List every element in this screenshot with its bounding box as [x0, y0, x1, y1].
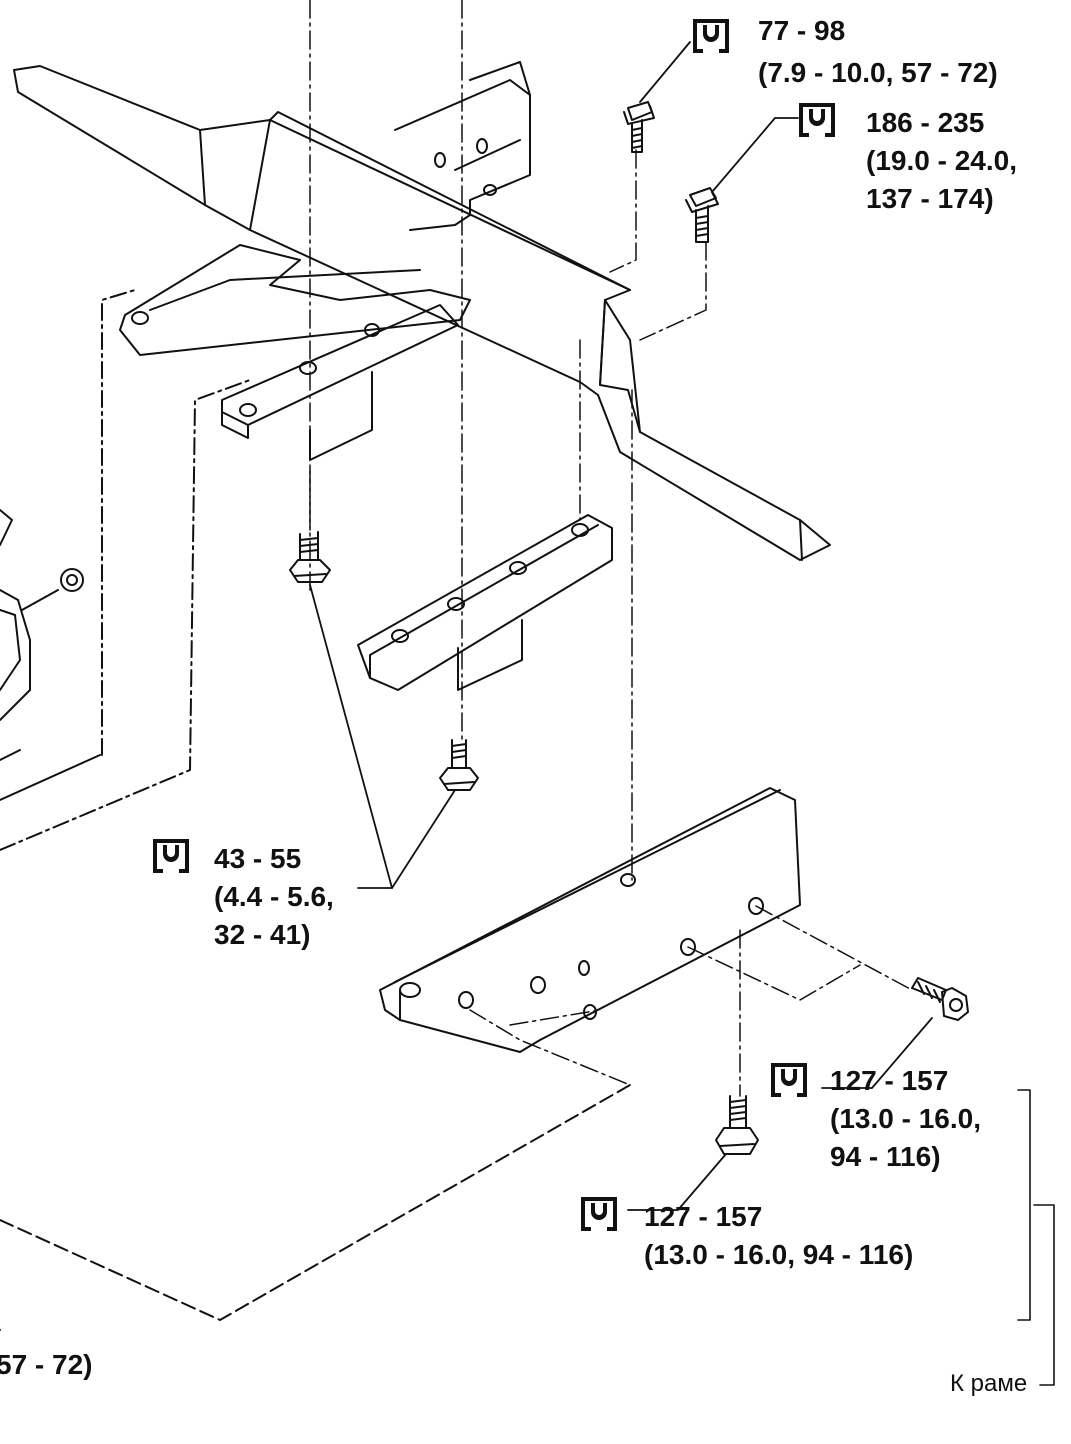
bolt-4-icon [439, 739, 479, 791]
frame-brackets [1017, 1089, 1055, 1386]
torque-spec-5: 127 - 157 (13.0 - 16.0, 94 - 116) [578, 1194, 978, 1276]
bolt-1-icon [623, 101, 655, 153]
torque-conversion: (19.0 - 24.0, [866, 145, 1017, 176]
torque-wrench-icon [581, 1197, 617, 1231]
bolt-6-icon [715, 1095, 759, 1155]
rear-bracket [394, 61, 531, 231]
torque-wrench-icon [153, 839, 189, 873]
torque-conversion-2: 32 - 41) [214, 919, 311, 950]
torque-conversion-2: 94 - 116) [830, 1141, 941, 1172]
frame-note: К раме [950, 1370, 1028, 1397]
torque-conversion-2: 137 - 174) [866, 183, 994, 214]
torque-wrench-icon [799, 103, 835, 137]
torque-value: 43 - 55 [214, 843, 302, 874]
torque-value: 77 - 98 [758, 15, 846, 46]
torque-spec-3: 43 - 55 (4.4 - 5.6, 32 - 41) [150, 836, 370, 956]
torque-value: 127 - 157 [644, 1201, 763, 1232]
bolt-5-icon [911, 977, 969, 1021]
torque-value: 186 - 235 [866, 107, 985, 138]
torque-spec-2: 186 - 235 (19.0 - 24.0, 137 - 174) [796, 100, 1056, 220]
leader-lines [309, 41, 933, 1211]
cut-off-torque-text: 57 - 72) [0, 1349, 93, 1380]
engine-mount [0, 509, 84, 761]
upper-lower-member [119, 244, 471, 356]
torque-spec-1: 77 - 98 (7.9 - 10.0, 57 - 72) [690, 12, 1060, 122]
small-channel [221, 304, 459, 461]
torque-wrench-icon [771, 1063, 807, 1097]
torque-spec-4: 127 - 157 (13.0 - 16.0, 94 - 116) [768, 1060, 1018, 1180]
center-lines [309, 0, 913, 1097]
torque-conversion: (4.4 - 5.6, [214, 881, 334, 912]
torque-conversion: (7.9 - 10.0, 57 - 72) [758, 57, 998, 88]
frame-outline [0, 289, 631, 1331]
torque-conversion: (13.0 - 16.0, [830, 1103, 981, 1134]
torque-value: 127 - 157 [830, 1065, 949, 1096]
lower-channel [379, 787, 801, 1053]
middle-channel [357, 514, 613, 691]
torque-wrench-icon [693, 19, 729, 53]
upper-crossmember [13, 65, 831, 561]
bolt-2-icon [685, 187, 719, 243]
torque-conversion: (13.0 - 16.0, 94 - 116) [644, 1239, 914, 1270]
